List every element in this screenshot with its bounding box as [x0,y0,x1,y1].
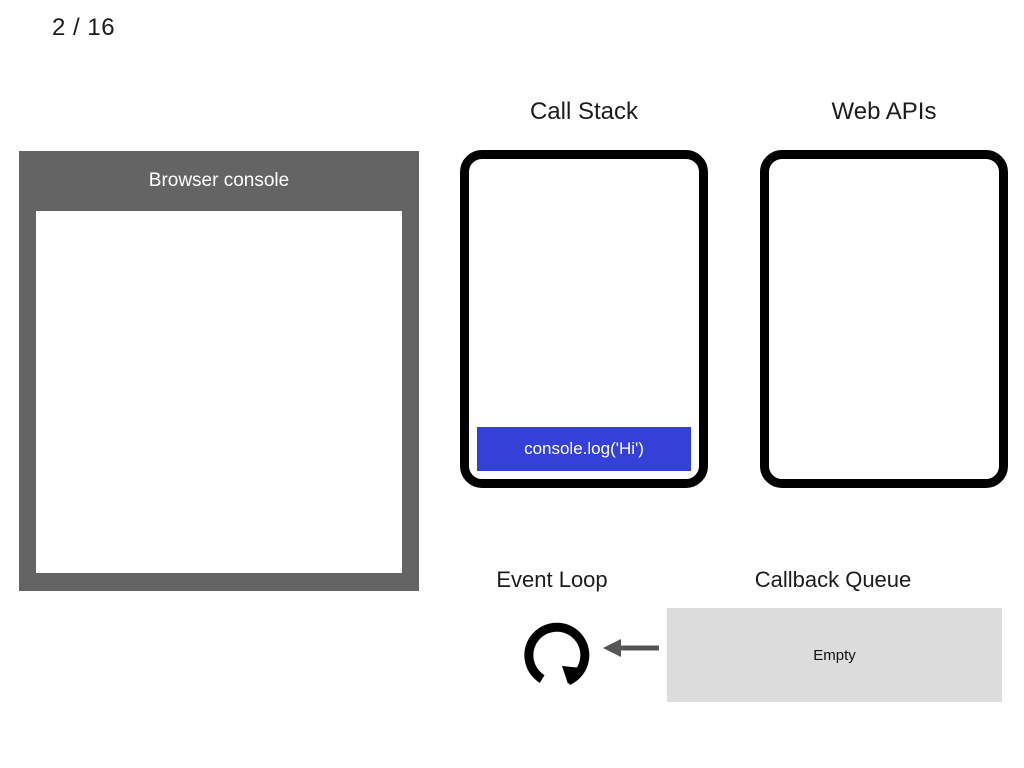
event-loop-title: Event Loop [496,567,608,592]
web-apis-items [769,159,999,479]
browser-console-screen [36,211,402,573]
web-apis-box [760,150,1008,488]
call-stack-frames: console.log('Hi') [469,159,699,479]
web-apis-title: Web APIs [831,98,937,125]
call-stack-box: console.log('Hi') [460,150,708,488]
call-stack-title: Call Stack [529,98,639,125]
browser-console-panel: Browser console [19,151,419,591]
browser-console-output [36,211,402,231]
call-stack-frame: console.log('Hi') [477,427,691,471]
callback-queue-title: Callback Queue [754,567,912,592]
circular-arrow-icon [518,614,596,692]
callback-queue-empty-label: Empty [813,646,856,664]
slide-counter: 2 / 16 [52,14,116,41]
callback-queue-box: Empty [667,608,1002,702]
browser-console-title: Browser console [148,170,290,191]
left-arrow-icon [603,636,659,660]
